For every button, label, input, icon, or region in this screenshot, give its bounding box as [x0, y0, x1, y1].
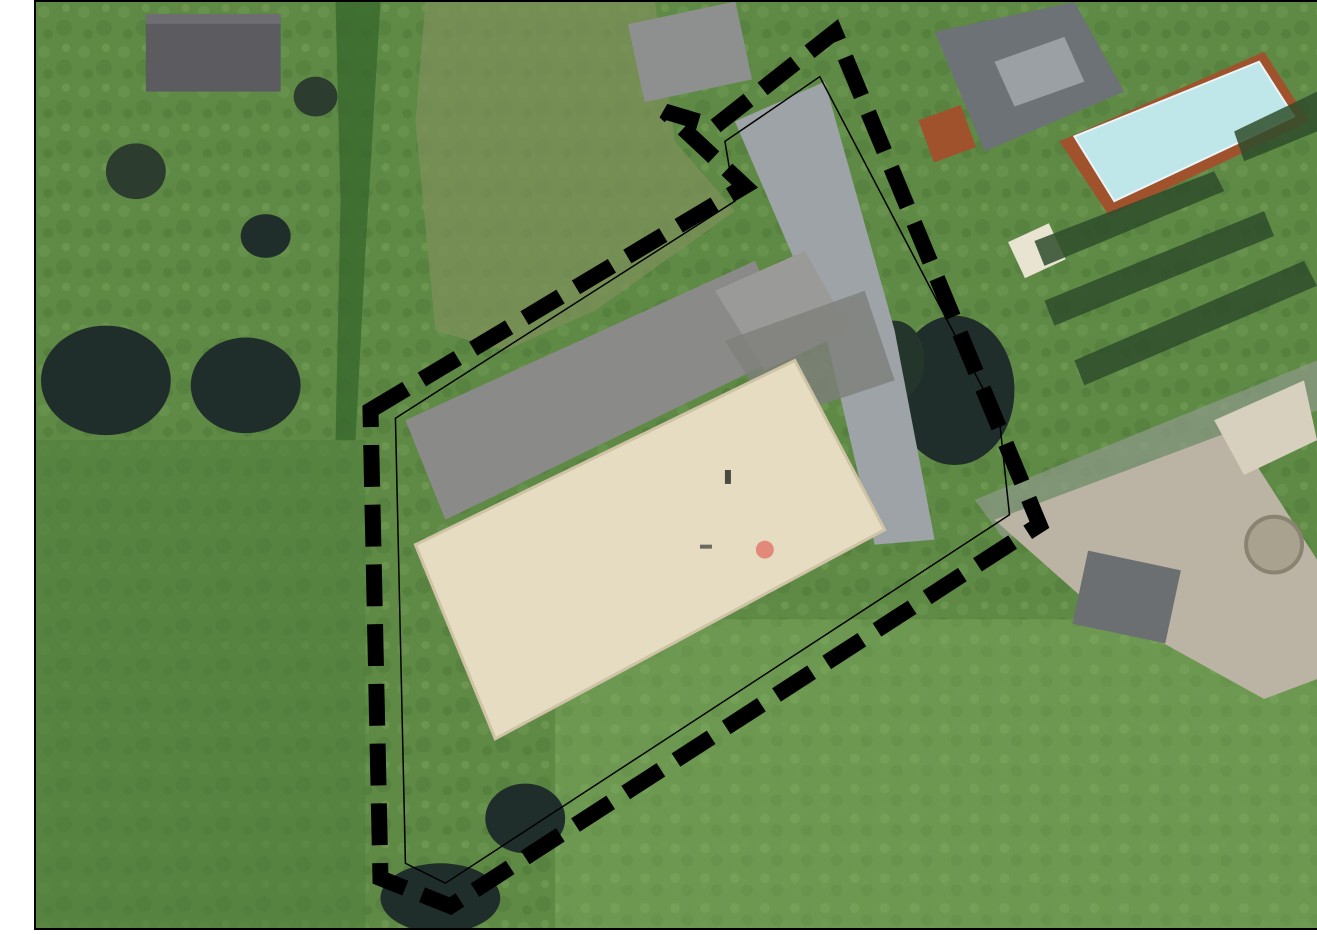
arena-marker: [755, 540, 774, 559]
meadow-strip: [36, 440, 366, 928]
aerial-map[interactable]: [36, 2, 1317, 928]
parcel-boundary[interactable]: [362, 19, 1050, 916]
hedgerow: [335, 2, 381, 441]
lawn-area: [555, 619, 1317, 928]
shed-roof: [627, 2, 752, 103]
hedge-rows: [1034, 91, 1317, 386]
paved-yard: [994, 430, 1317, 699]
map-frame[interactable]: [34, 0, 1317, 930]
riding-arena: [415, 360, 885, 739]
house-roof-upper-right: [918, 2, 1125, 163]
house-roof-upper-left: [145, 13, 281, 92]
outbuilding-roof: [1072, 550, 1181, 644]
round-feature: [1244, 514, 1305, 575]
